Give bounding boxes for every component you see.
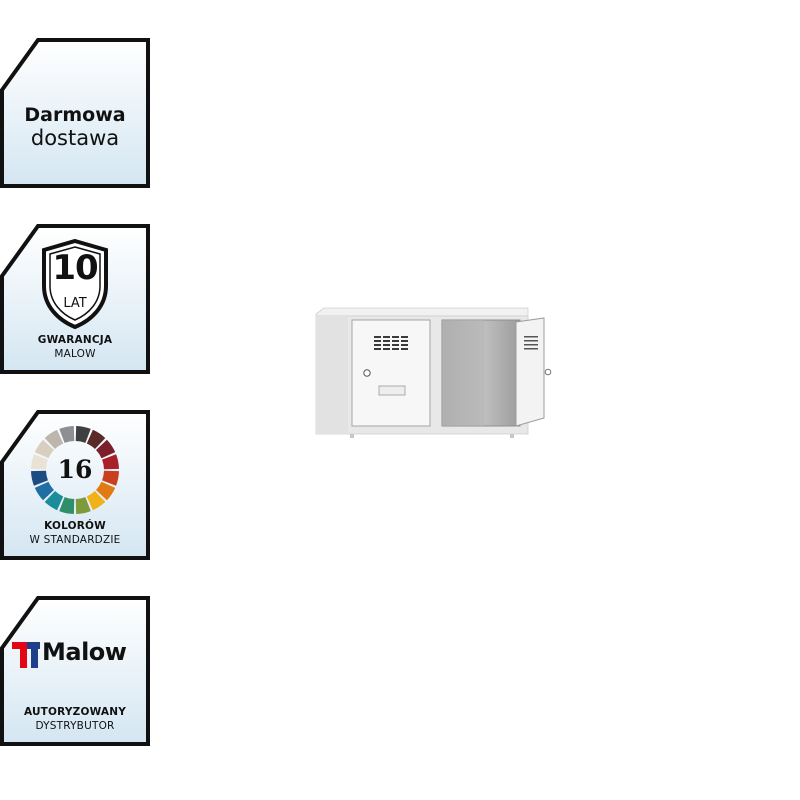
distributor-brand: Malow xyxy=(42,638,127,666)
locker-cabinet-image xyxy=(315,307,552,438)
badge-warranty: 10 LAT GWARANCJA MALOW xyxy=(0,224,150,374)
color-wheel-segment xyxy=(34,481,54,501)
color-wheel-segment xyxy=(34,439,54,459)
warranty-line2: MALOW xyxy=(54,348,96,360)
warranty-line1: GWARANCJA xyxy=(37,334,113,346)
color-wheel-segment xyxy=(102,454,119,470)
malow-logo-icon xyxy=(12,642,40,668)
badge-frame xyxy=(0,596,150,746)
color-wheel-segment xyxy=(31,454,48,470)
color-wheel-segment xyxy=(86,491,106,511)
badge-frame xyxy=(0,38,150,188)
color-wheel-segment xyxy=(44,491,64,511)
color-wheel-segment xyxy=(102,470,119,486)
warranty-unit: LAT xyxy=(63,296,87,311)
vent-slots-icon xyxy=(374,336,408,350)
colors-number: 16 xyxy=(57,455,93,484)
warranty-number: 10 xyxy=(52,248,98,288)
distributor-line1: AUTORYZOWANY xyxy=(23,706,127,718)
colors-line1: KOLORÓW xyxy=(44,520,106,532)
badge-free-delivery: Darmowa dostawa xyxy=(0,38,150,188)
shield-icon xyxy=(42,238,108,330)
distributor-line2: DYSTRYBUTOR xyxy=(35,720,115,732)
color-wheel-segment xyxy=(44,429,64,449)
label-holder xyxy=(378,385,406,396)
delivery-line2: dostawa xyxy=(30,126,120,150)
color-wheel-segment xyxy=(96,481,116,501)
color-wheel-segment xyxy=(96,439,116,459)
color-wheel-segment xyxy=(31,470,48,486)
badge-distributor: Malow AUTORYZOWANY DYSTRYBUTOR xyxy=(0,596,150,746)
delivery-line1: Darmowa xyxy=(24,104,126,126)
color-wheel-segment xyxy=(75,426,91,443)
color-wheel-segment xyxy=(59,497,75,514)
color-wheel-segment xyxy=(75,497,91,514)
lock-icon xyxy=(363,369,371,377)
color-wheel-icon xyxy=(31,426,119,514)
color-wheel-segment xyxy=(86,429,106,449)
badge-colors: 16 KOLORÓW W STANDARDZIE xyxy=(0,410,150,560)
right-door-open xyxy=(515,317,545,427)
colors-line2: W STANDARDZIE xyxy=(29,534,121,546)
color-wheel-segment xyxy=(59,426,75,443)
